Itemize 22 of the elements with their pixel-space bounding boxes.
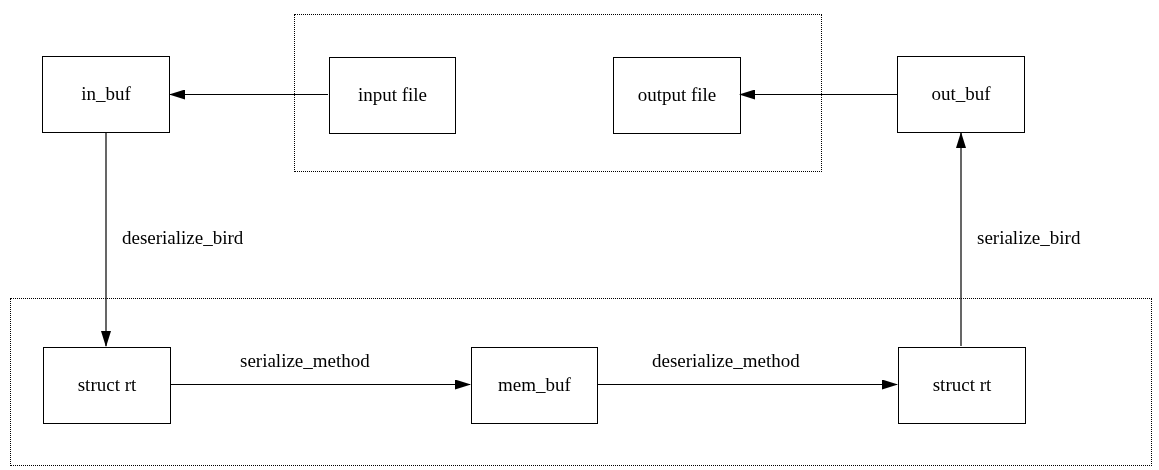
box-label: struct rt <box>77 373 137 398</box>
box-label: mem_buf <box>498 373 571 398</box>
process-box <box>329 57 456 134</box>
arrow <box>596 379 898 390</box>
dotted-group-frame <box>294 14 822 172</box>
box-label: out_buf <box>931 82 991 107</box>
process-box <box>42 56 170 133</box>
process-box <box>613 57 741 134</box>
arrow <box>739 89 898 100</box>
process-box <box>897 56 1025 133</box>
box-label: struct rt <box>932 373 992 398</box>
box-label: in_buf <box>81 82 131 107</box>
box-label: output file <box>637 83 717 108</box>
arrow <box>956 132 966 347</box>
dotted-group-frame <box>10 298 1152 466</box>
process-box <box>898 347 1026 424</box>
arrow <box>101 132 111 347</box>
process-box <box>471 347 598 424</box>
arrow <box>169 379 471 390</box>
box-label: input file <box>357 83 428 108</box>
process-box <box>43 347 171 424</box>
arrow <box>169 89 329 100</box>
